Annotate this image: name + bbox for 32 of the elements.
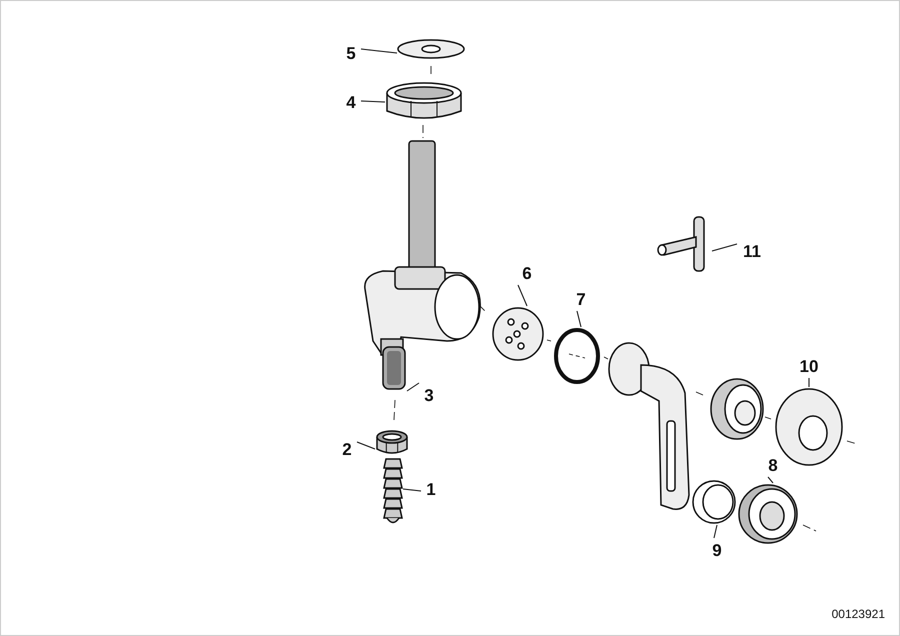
nut-drawing [375,429,409,455]
leader-line [406,382,420,392]
threaded-ring-drawing [737,483,799,545]
leader-line [576,310,582,328]
callout-number: 5 [341,41,361,65]
spring-ring-drawing [691,479,737,525]
callout-number: 8 [763,453,783,477]
callout-number: 1 [421,477,441,501]
callout-number: 2 [337,437,357,461]
callout-number: 3 [419,383,439,407]
callout-number: 11 [737,239,767,263]
hose-nipple-drawing [383,457,403,525]
perforated-disc-drawing [491,306,545,362]
callout-number: 9 [707,538,727,562]
leader-line [360,100,386,102]
filter-drawing [381,345,407,391]
leader-line [714,524,718,538]
leader-line [360,48,398,54]
washer-drawing [397,39,465,59]
callout-number: 10 [794,354,824,378]
leader-line [402,488,422,492]
callout-number: 7 [571,287,591,311]
leader-line [712,244,738,252]
union-nut-drawing [385,81,463,121]
callout-number: 4 [341,90,361,114]
leader-line [356,442,376,450]
drawing-number: 00123921 [832,606,885,623]
leader-line [518,284,528,306]
callout-number: 6 [517,261,537,285]
leader-line [768,476,774,484]
o-ring-drawing [553,327,601,385]
leader-line [808,378,810,388]
